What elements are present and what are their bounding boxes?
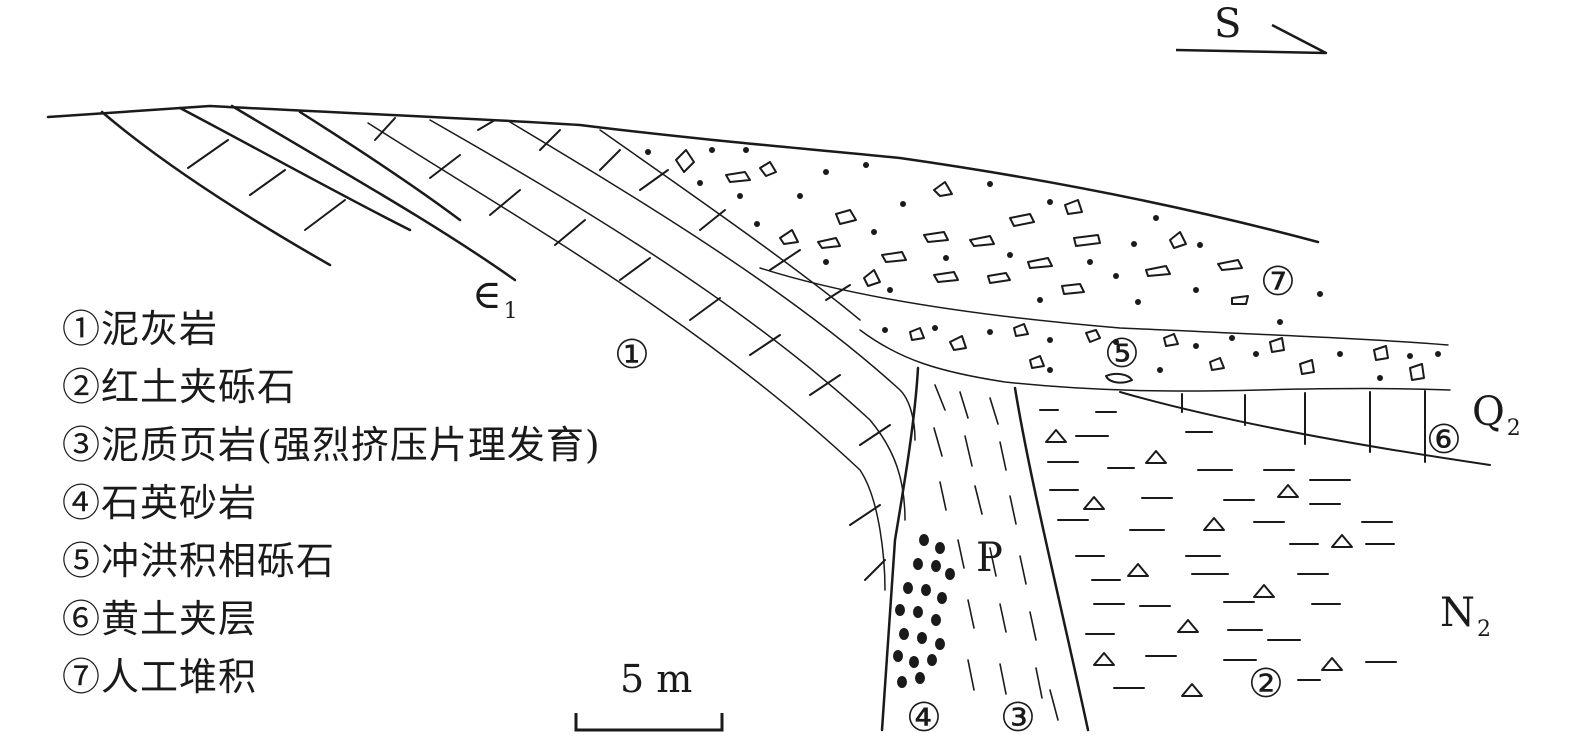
scale-bar (574, 713, 724, 732)
unit-label-quaternary: Q2 (1472, 389, 1521, 441)
direction-label: S (1214, 1, 1242, 47)
marker-7: ⑦ (1260, 259, 1296, 305)
marl-ticks (187, 117, 891, 581)
legend-item-marl: ①泥灰岩 (62, 307, 219, 351)
legend-item-alluvial-gravel: ⑤冲洪积相砾石 (62, 539, 336, 583)
marl-band-2 (429, 119, 906, 521)
cambrian-boundary-d (298, 110, 462, 222)
legend-item-red-clay: ②红土夹砾石 (62, 365, 297, 409)
marl-band-1 (367, 122, 886, 591)
marl-band-4 (599, 129, 861, 321)
legend-item-quartz-sandstone: ④石英砂岩 (62, 481, 258, 525)
cambrian-boundary-a (100, 110, 332, 267)
fault-right (1013, 386, 1090, 732)
marker-1: ① (614, 332, 650, 378)
marker-4: ④ (906, 695, 942, 741)
unit-label-cambrian: ∈1 (472, 272, 518, 324)
legend-item-artificial-fill: ⑦人工堆积 (62, 655, 258, 699)
clasts (675, 149, 1425, 384)
gravel-bottom (859, 329, 1451, 392)
marker-6: ⑥ (1426, 417, 1462, 463)
gravel-top (759, 267, 1449, 346)
unit-label-neogene: N2 (1440, 590, 1491, 642)
fault-left (880, 366, 920, 732)
marker-3: ③ (1000, 695, 1036, 741)
cambrian-boundary-c (230, 104, 517, 282)
dashes (1039, 409, 1397, 689)
marker-5: ⑤ (1104, 331, 1140, 377)
foliation (933, 384, 1059, 721)
unit-label-permian: P (976, 535, 1003, 581)
cambrian-boundary-b (178, 106, 412, 232)
legend-item-shale: ③泥质页岩(强烈挤压片理发育) (62, 423, 601, 467)
direction-arrow-icon (1175, 23, 1328, 55)
marker-2: ② (1248, 661, 1284, 707)
legend-item-loess: ⑥黄土夹层 (62, 597, 258, 641)
marl-band-3 (509, 121, 916, 441)
quartz-sandstone-dots (893, 534, 955, 688)
gravel-dots (645, 147, 1441, 381)
legend: ①泥灰岩 ②红土夹砾石 ③泥质页岩(强烈挤压片理发育) ④石英砂岩 ⑤冲洪积相砾… (62, 300, 601, 706)
ground-surface (46, 104, 1320, 244)
triangles (1045, 429, 1353, 697)
scale-label: 5 m (620, 657, 693, 701)
